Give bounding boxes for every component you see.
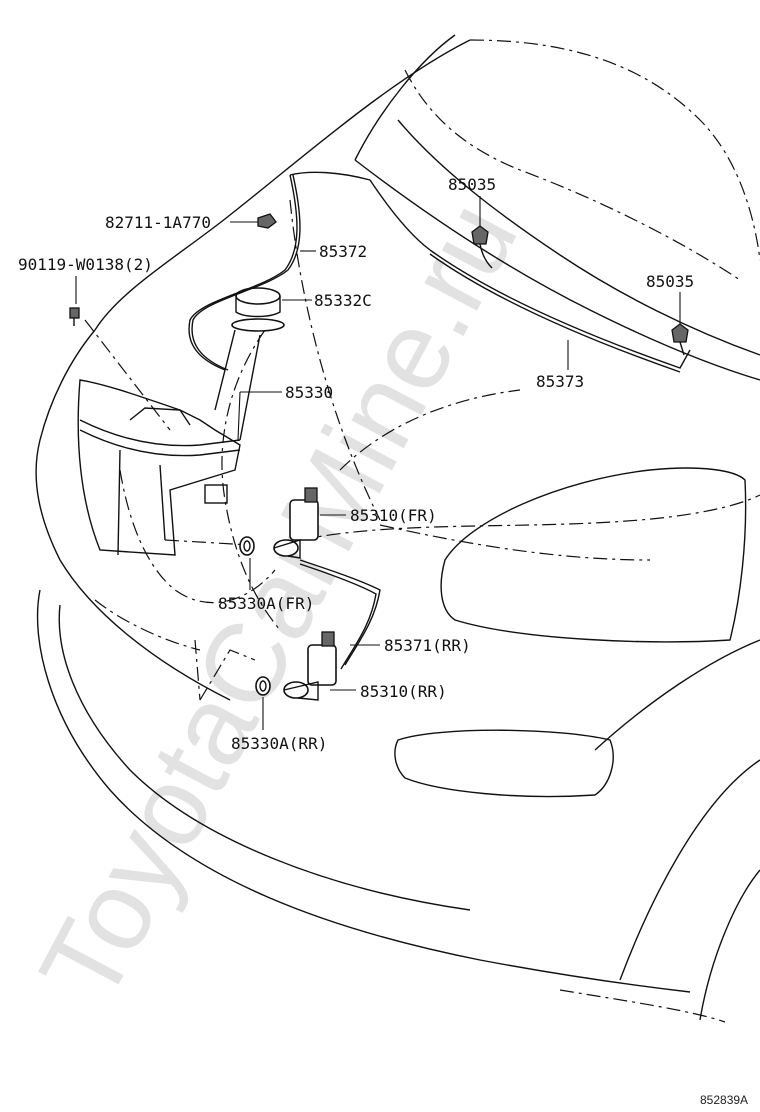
grommet-rear — [255, 676, 271, 696]
grommet-front — [239, 536, 255, 556]
hidden-lines — [84, 39, 760, 1023]
label-85330a-fr: 85330A(FR) — [218, 594, 314, 613]
washer-hose-85373 — [429, 249, 691, 373]
leader-lines — [75, 196, 681, 730]
label-85035-a: 85035 — [448, 175, 496, 194]
label-85372: 85372 — [319, 242, 367, 261]
pump-front — [273, 487, 319, 559]
nozzle-85035-b — [671, 323, 689, 356]
washer-tank — [77, 329, 261, 556]
label-85035-b: 85035 — [646, 272, 694, 291]
pump-rear — [283, 631, 337, 701]
washer-hose-85372 — [188, 171, 431, 371]
label-85373: 85373 — [536, 372, 584, 391]
label-90119-w0138: 90119-W0138(2) — [18, 255, 153, 274]
label-85330a-rr: 85330A(RR) — [231, 734, 327, 753]
hose-clip — [257, 213, 277, 229]
label-85330: 85330 — [285, 383, 333, 402]
label-85310-rr: 85310(RR) — [360, 682, 447, 701]
washer-hose-85371 — [299, 559, 381, 670]
label-85371-rr: 85371(RR) — [384, 636, 471, 655]
diagram-code: 852839A — [700, 1093, 748, 1107]
filler-cap — [231, 287, 285, 332]
label-85310-fr: 85310(FR) — [350, 506, 437, 525]
label-85332c: 85332C — [314, 291, 372, 310]
car-body-outline — [35, 34, 760, 1021]
label-82711-1a770: 82711-1A770 — [105, 213, 211, 232]
bolt — [69, 307, 80, 326]
nozzle-85035-a — [471, 225, 493, 269]
